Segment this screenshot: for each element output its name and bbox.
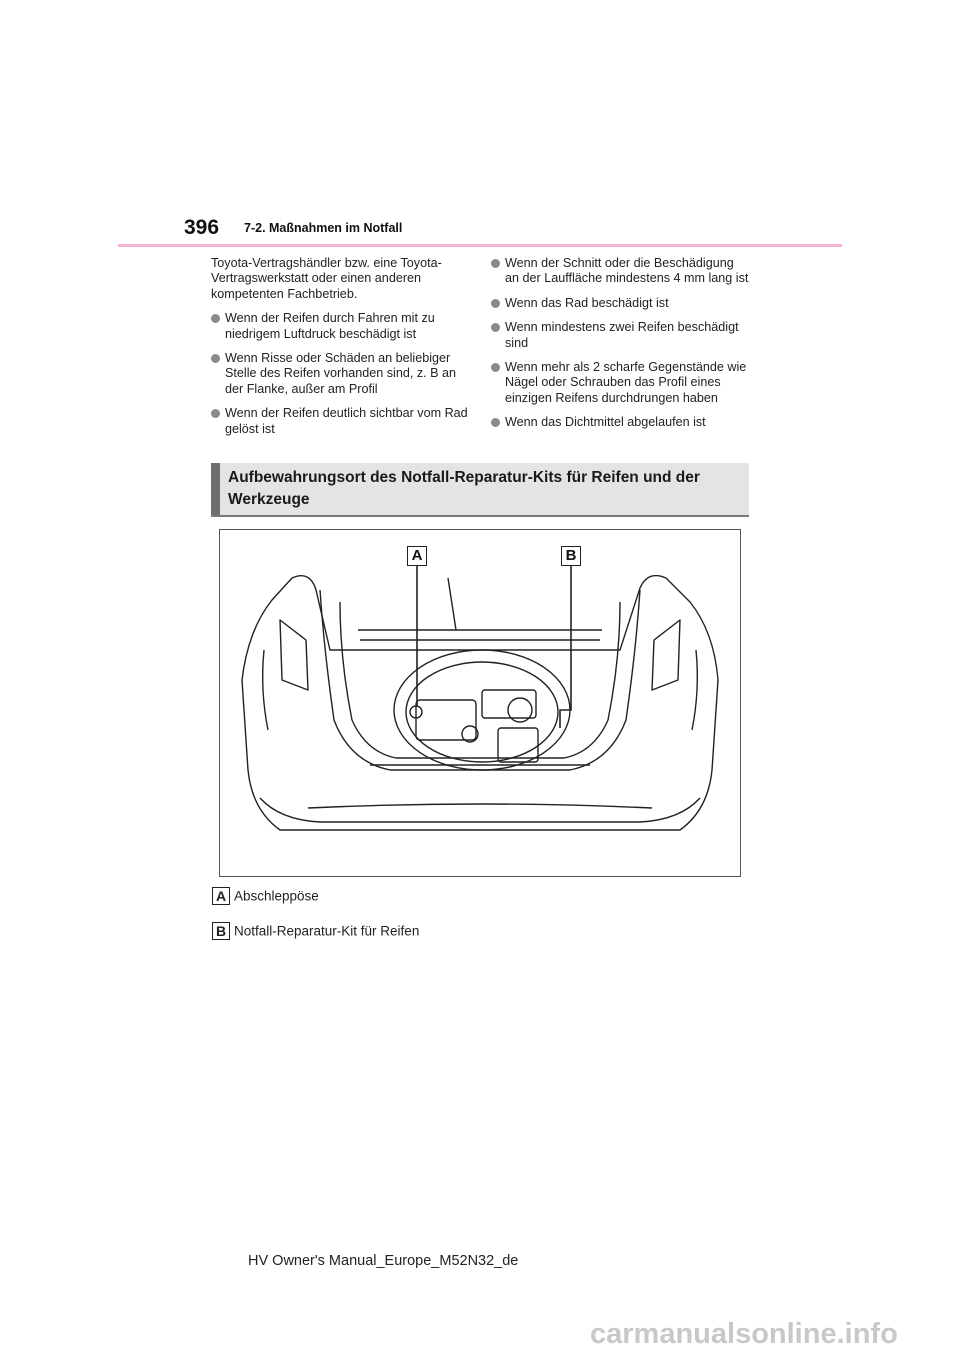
list-item: Wenn das Dichtmittel abgelaufen ist [491,415,749,430]
list-item: Wenn der Reifen deutlich sichtbar vom Ra… [211,406,469,437]
list-item: Wenn der Reifen durch Fahren mit zu nied… [211,311,469,342]
legend-key-a: A [212,887,230,905]
footer-text: HV Owner's Manual_Europe_M52N32_de [248,1253,519,1269]
bullet-icon [211,354,220,364]
bullet-icon [491,298,500,308]
callout-a: A [407,546,427,566]
bullet-icon [211,314,220,324]
legend-label-a: Abschleppöse [234,888,319,904]
callout-b: B [561,546,581,566]
section-title: 7-2. Maßnahmen im Notfall [244,221,403,235]
intro-paragraph: Toyota-Vertragshändler bzw. eine Toyota-… [211,256,442,301]
heading-accent-bar [211,463,220,515]
bullet-icon [491,259,500,268]
legend-label-b: Notfall-Reparatur-Kit für Reifen [234,923,420,939]
watermark: carmanualsonline.info [590,1318,898,1350]
section-heading: Aufbewahrungsort des Notfall-Reparatur-K… [228,469,700,508]
left-column: Toyota-Vertragshändler bzw. eine Toyota-… [211,256,469,446]
list-item: Wenn mindestens zwei Reifen beschädigt s… [491,320,749,351]
legend-key-b: B [212,922,230,940]
list-item: Wenn das Rad beschädigt ist [491,296,749,311]
right-column: Wenn der Schnitt oder die Beschädigung a… [491,256,749,440]
bullet-icon [491,363,500,373]
bullet-icon [491,323,500,333]
section-heading-box: Aufbewahrungsort des Notfall-Reparatur-K… [211,463,749,517]
trunk-drawing [241,564,719,831]
trunk-illustration: A B [219,529,741,877]
bullet-icon [491,418,500,428]
header-rule [118,244,842,247]
list-item: Wenn mehr als 2 scharfe Gegenstände wie … [491,360,749,406]
page-number: 396 [184,216,220,239]
list-item: Wenn der Schnitt oder die Beschädigung a… [491,256,749,287]
list-item: Wenn Risse oder Schäden an beliebiger St… [211,351,469,397]
bullet-icon [211,409,220,419]
